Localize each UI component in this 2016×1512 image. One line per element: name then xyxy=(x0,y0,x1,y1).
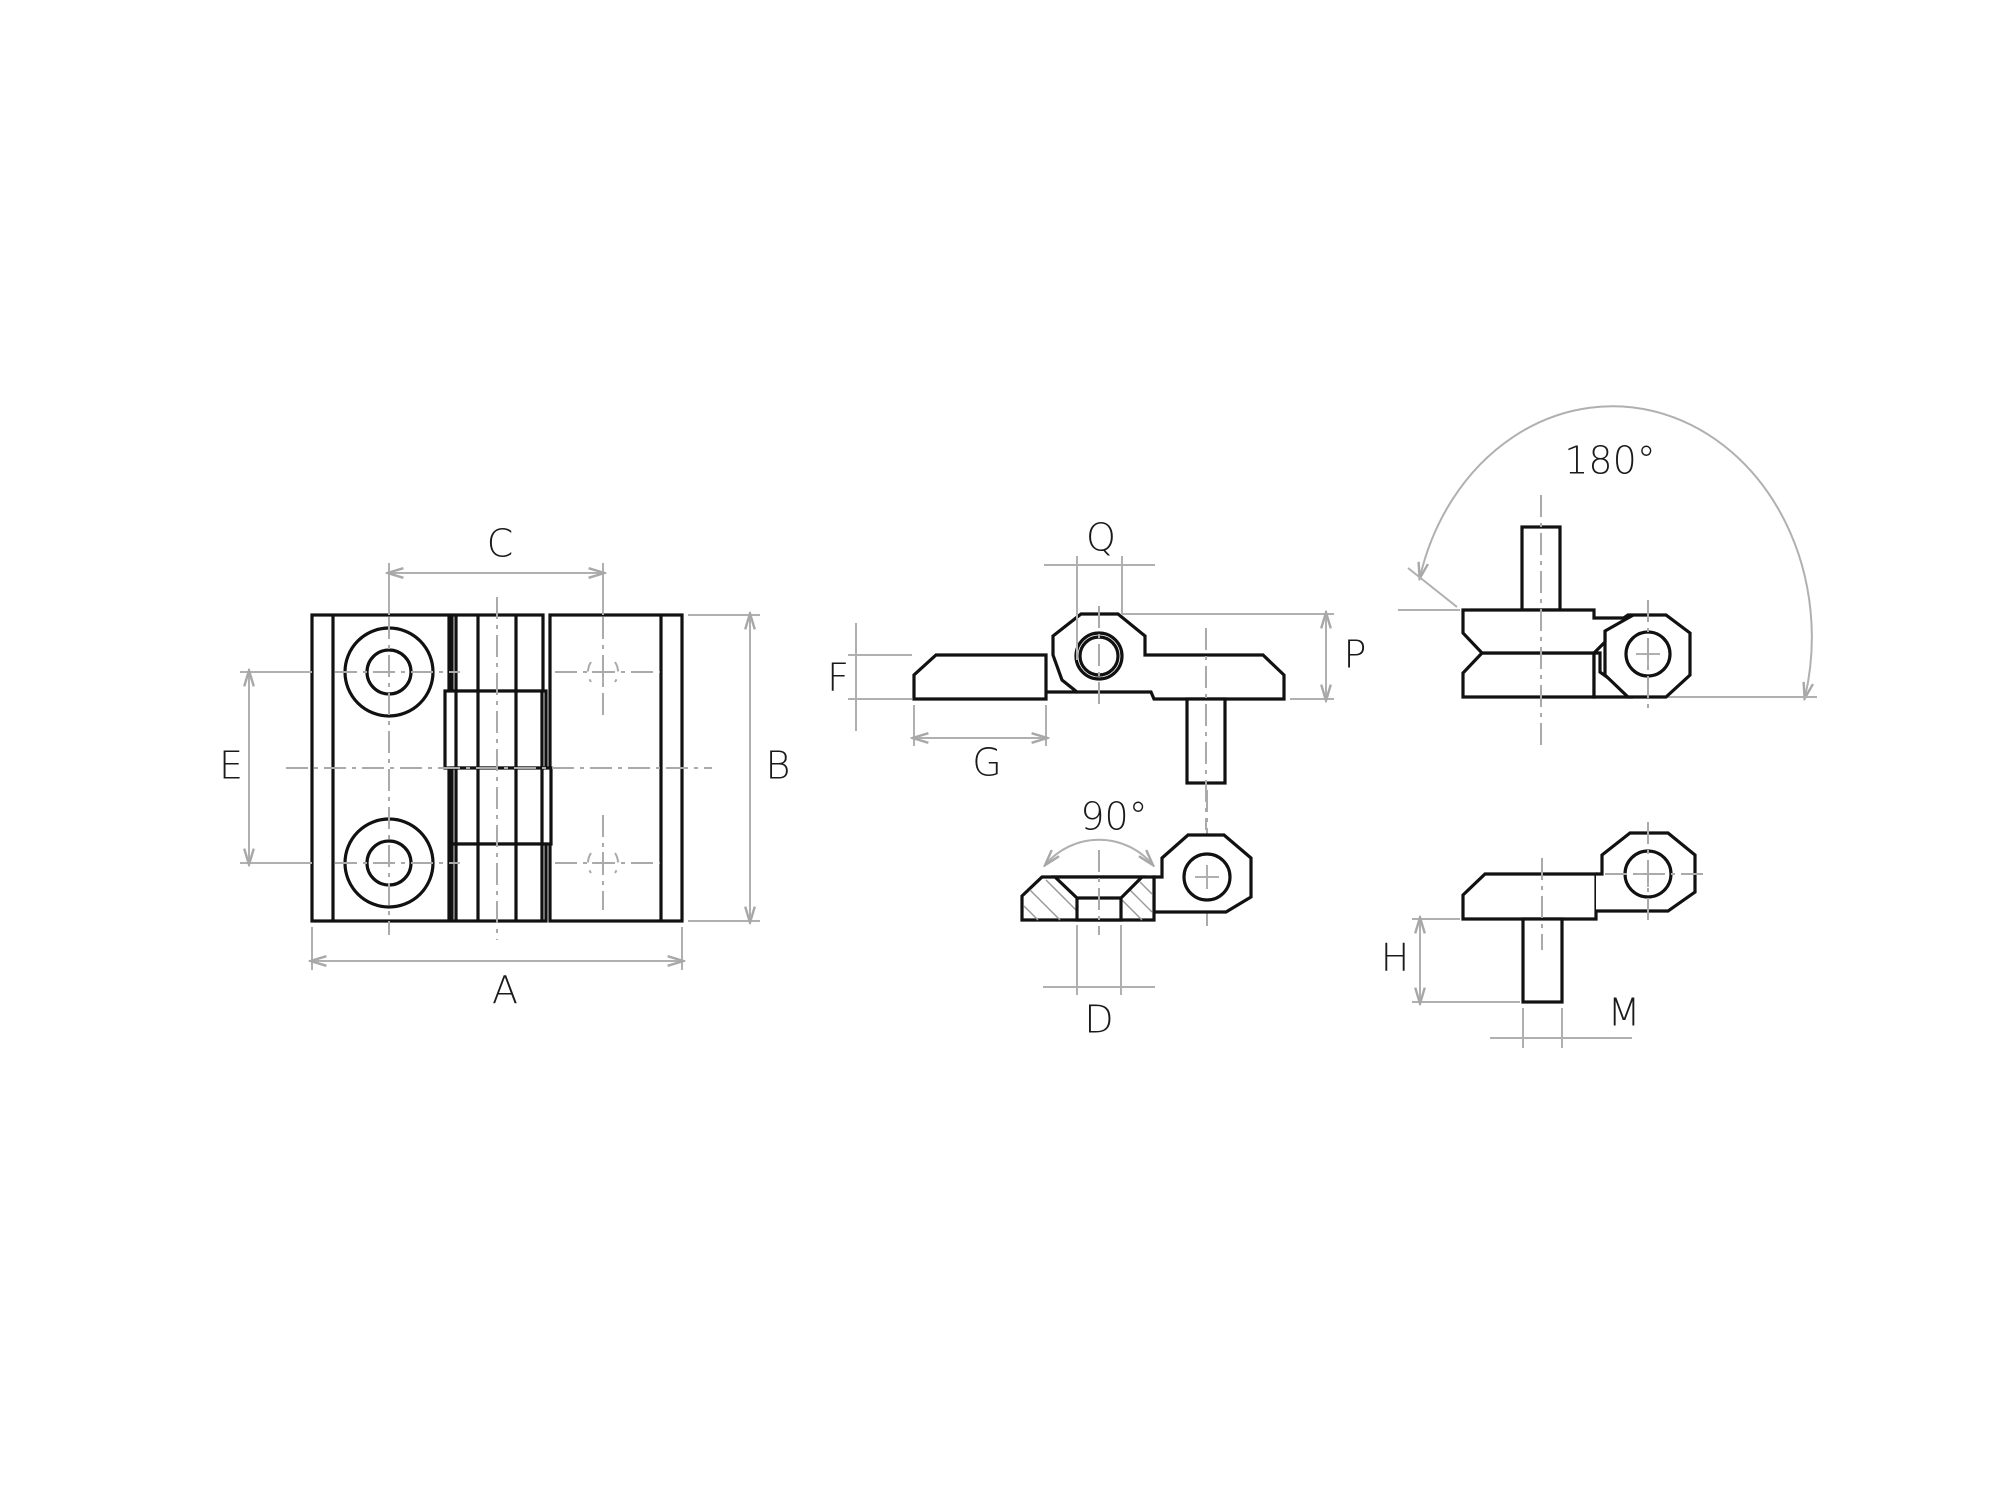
label-d: D xyxy=(1084,998,1113,1042)
label-c: C xyxy=(487,522,514,566)
label-f: F xyxy=(827,656,849,700)
side-left-leaf xyxy=(912,653,1048,701)
label-angle-90: 90° xyxy=(1080,795,1147,839)
open-upper-leaf xyxy=(1461,608,1635,655)
label-angle-180: 180° xyxy=(1564,439,1656,483)
angle-180-arc xyxy=(1420,405,1812,697)
label-h: H xyxy=(1381,936,1410,980)
section-hatch xyxy=(1023,879,1153,921)
front-view: C E A B xyxy=(219,522,790,1013)
angle-90-arc xyxy=(1046,838,1152,864)
pin-view-leaf xyxy=(1461,872,1598,921)
section-countersink: 90° D xyxy=(1020,790,1253,1042)
pin-view-pin xyxy=(1521,917,1564,1004)
side-view-open-180: 180° xyxy=(1398,405,1817,745)
hidden-hole-top xyxy=(586,661,620,683)
label-p: P xyxy=(1344,633,1367,677)
side-view-pin: H M xyxy=(1381,822,1705,1048)
label-g: G xyxy=(972,741,1001,785)
label-b: B xyxy=(766,744,791,788)
open-lower-leaf xyxy=(1461,651,1596,699)
label-e: E xyxy=(219,744,243,788)
hidden-hole-bottom xyxy=(586,852,620,874)
side-view-closed: F G Q P xyxy=(827,516,1367,830)
label-m: M xyxy=(1608,991,1641,1035)
label-q: Q xyxy=(1086,516,1116,560)
label-a: A xyxy=(492,969,518,1013)
